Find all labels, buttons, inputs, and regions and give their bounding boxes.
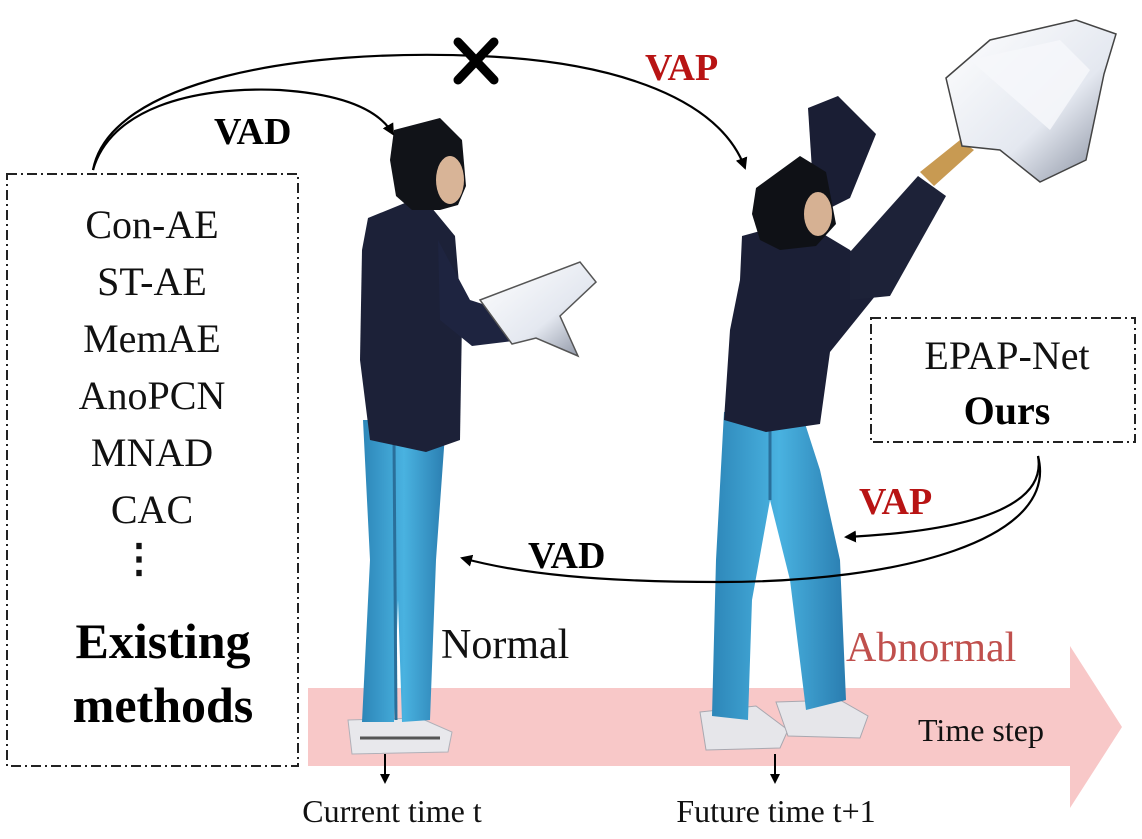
cross-icon (453, 37, 499, 85)
vap-top-label: VAP (645, 47, 718, 89)
person-abnormal (699, 19, 1117, 751)
method-memae: MemAE (83, 316, 221, 361)
future-time-label: Future time t+1 (676, 793, 875, 829)
existing-methods-box (6, 173, 299, 767)
existing-title-line2: methods (73, 677, 254, 733)
person-normal (347, 118, 598, 755)
abnormal-label: Abnormal (846, 625, 1016, 671)
ours-name: EPAP-Net (924, 333, 1089, 378)
method-anopcn: AnoPCN (79, 373, 226, 418)
normal-label: Normal (441, 622, 569, 668)
vap-right-label: VAP (859, 481, 932, 523)
ours-label: Ours (964, 388, 1051, 433)
vad-top-label: VAD (214, 111, 291, 153)
ellipsis: ⋮ (119, 536, 159, 581)
vad-top-arrow (91, 88, 395, 171)
method-cac: CAC (111, 487, 193, 532)
ours-box (870, 317, 1136, 443)
vap-right-arrow (844, 455, 1040, 543)
vad-bottom-arrow (460, 455, 1042, 584)
method-con-ae: Con-AE (85, 202, 218, 247)
method-mnad: MNAD (91, 430, 213, 475)
current-time-label: Current time t (302, 793, 482, 829)
method-st-ae: ST-AE (97, 259, 207, 304)
time-step-label: Time step (918, 712, 1044, 748)
existing-title-line1: Existing (75, 613, 250, 669)
vad-bottom-label: VAD (528, 535, 605, 577)
vap-top-arrow (91, 53, 748, 171)
